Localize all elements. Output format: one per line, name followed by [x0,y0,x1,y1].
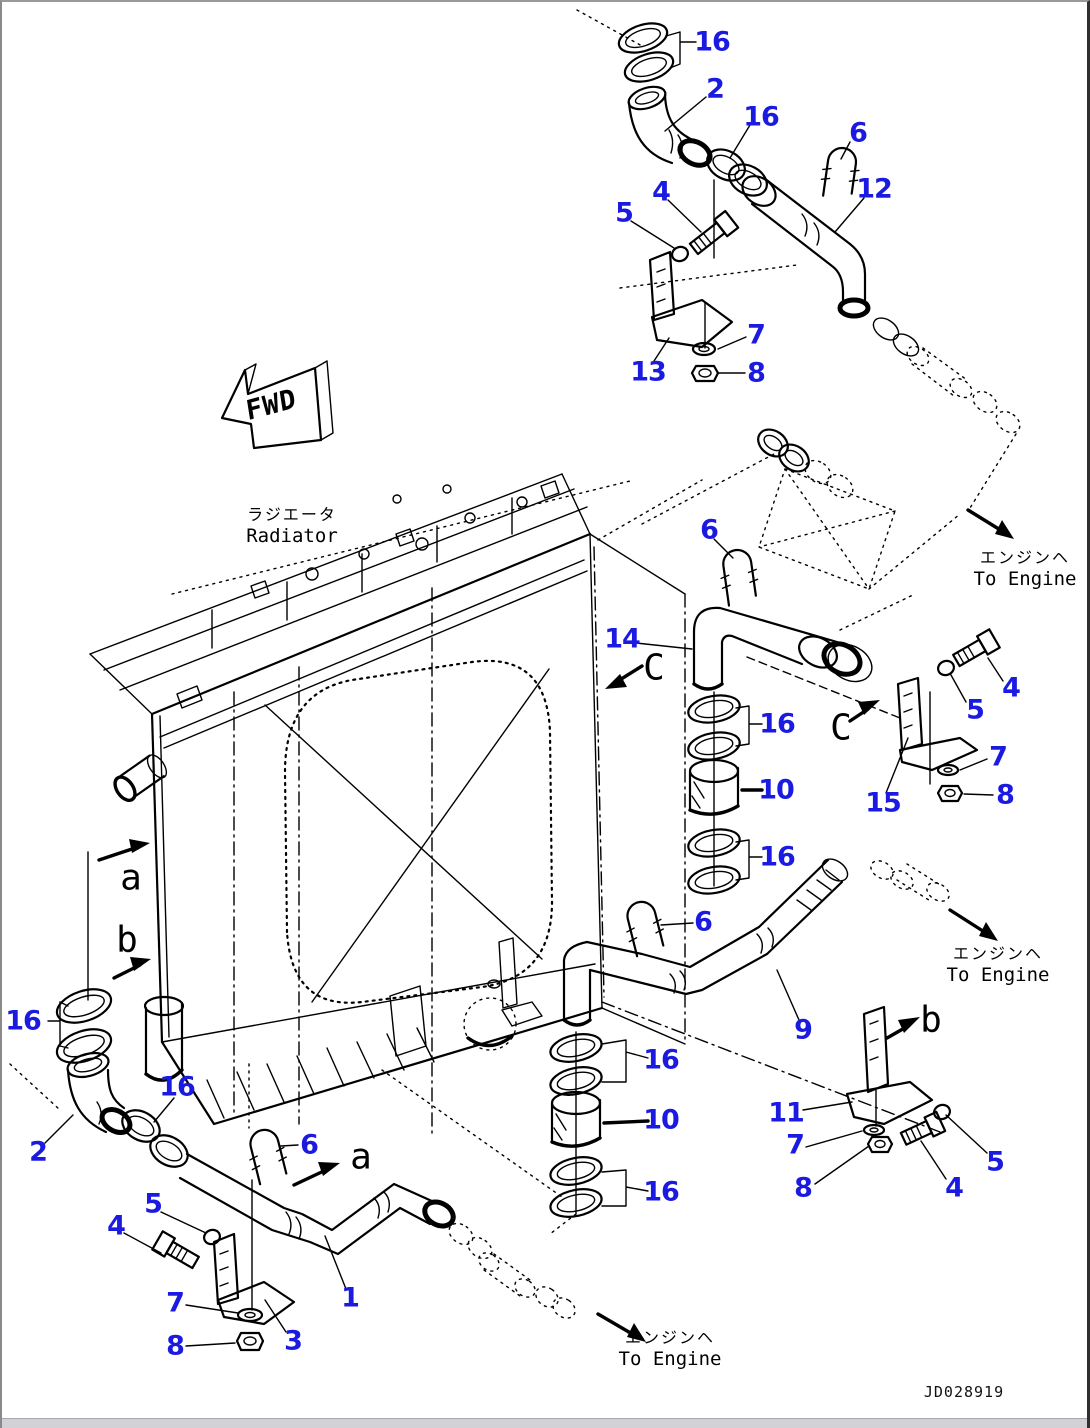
fwd-arrow [220,360,334,450]
callout-8: 8 [166,1330,185,1362]
callout-15: 15 [865,787,902,819]
callout-3: 3 [284,1325,303,1357]
callout-4: 4 [945,1172,964,1204]
callout-1: 1 [341,1282,360,1314]
callout-12: 12 [856,173,893,205]
view-arrows [97,664,920,1187]
callout-7: 7 [747,319,766,351]
callout-7: 7 [989,741,1008,773]
to-engine-chain-upper [872,317,1021,539]
callout-16: 16 [5,1005,42,1037]
callout-2: 2 [29,1136,48,1168]
callout-16: 16 [159,1071,196,1103]
callout-5: 5 [986,1146,1005,1178]
callout-16: 16 [759,708,796,740]
view-marker-C: C [830,707,852,749]
pipe-assembly-middle [635,538,1004,895]
view-marker-b: b [920,999,942,1041]
view-marker-a: a [120,857,142,899]
callout-5: 5 [144,1188,163,1220]
callout-10: 10 [758,774,795,806]
page-bottom-strip [2,1418,1087,1428]
callout-14: 14 [604,623,641,655]
pipe-assembly-bottom-left [9,851,646,1352]
view-marker-a: a [350,1136,372,1178]
callout-6: 6 [694,906,713,938]
connector-group-box [597,428,961,590]
callout-16: 16 [759,841,796,873]
callout-8: 8 [996,779,1015,811]
callout-10: 10 [643,1104,680,1136]
callout-5: 5 [615,197,634,229]
callout-4: 4 [107,1210,126,1242]
view-marker-b: b [116,919,138,961]
callout-8: 8 [794,1172,813,1204]
callout-6: 6 [700,514,719,546]
callout-16: 16 [694,26,731,58]
view-marker-C: C [643,647,665,689]
callout-2: 2 [706,73,725,105]
callout-6: 6 [849,117,868,149]
callout-4: 4 [652,176,671,208]
pipe-assembly-lower-right [549,858,998,1235]
radiator-drawing [89,473,686,1136]
callout-13: 13 [630,356,667,388]
pipe-assembly-top [576,9,871,383]
callout-16: 16 [643,1044,680,1076]
callout-7: 7 [166,1287,185,1319]
callout-5: 5 [966,694,985,726]
callout-11: 11 [768,1097,805,1129]
drawing-number: JD028919 [923,1383,1005,1401]
callout-9: 9 [794,1014,813,1046]
callout-4: 4 [1002,672,1021,704]
callout-16: 16 [643,1176,680,1208]
callout-16: 16 [743,101,780,133]
callout-8: 8 [747,357,766,389]
callout-7: 7 [786,1129,805,1161]
callout-6: 6 [300,1129,319,1161]
